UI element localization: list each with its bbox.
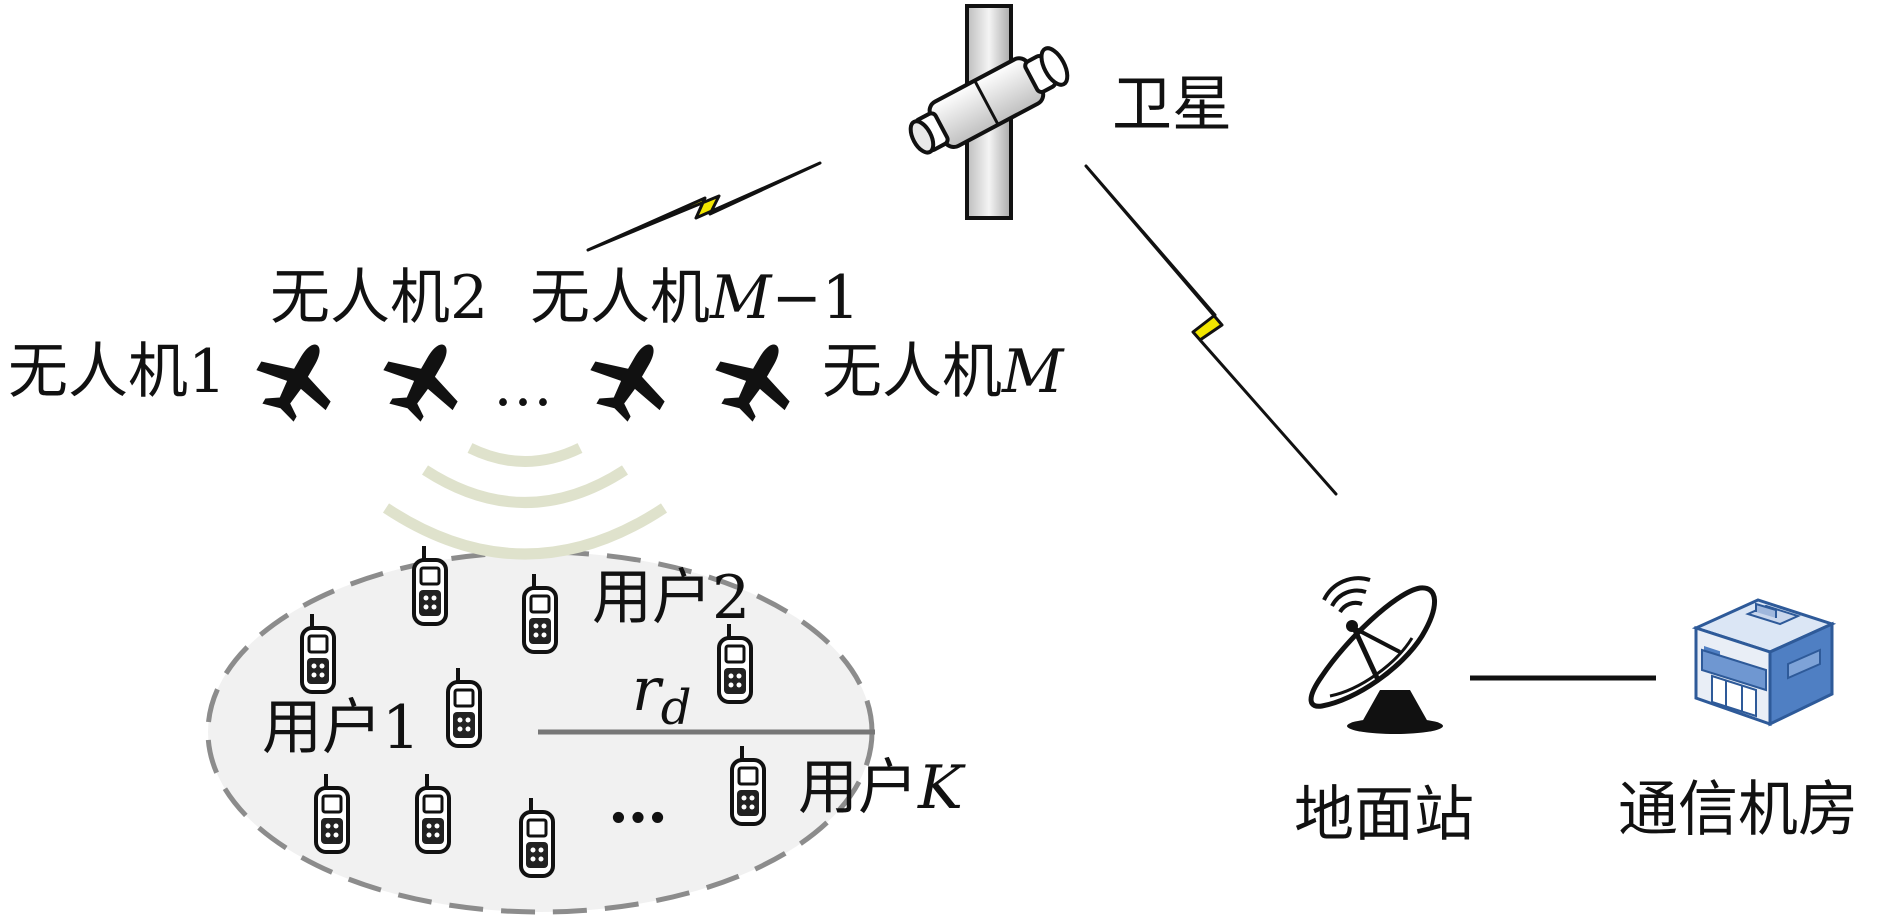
uav-m-minus-1-suffix: M [709,263,773,333]
radius-symbol: r [632,655,664,725]
uav-m-prefix: 无人机 [822,337,1002,407]
airplane-icon [243,325,352,433]
uav-m-suffix: M [1001,337,1065,407]
airplane-icon [577,325,686,433]
airplane-icon [702,325,811,433]
satellite-label: 卫星 [1112,70,1232,140]
satellite-ground-link [1084,164,1338,496]
uav-2-label: 无人机2 [270,263,488,333]
uav-satellite-link [586,161,822,252]
user-k-suffix: K [917,753,966,823]
uav-m-minus-1-label: 无人机M−1 [530,263,860,333]
satellite-dish-icon [1308,576,1443,734]
uav-m-minus-1-prefix: 无人机 [530,263,710,333]
uav-ellipsis: … [493,350,553,420]
user-ellipsis: … [608,767,668,837]
building-icon [1691,598,1837,727]
airplane-icon [370,325,479,433]
uav-1-label: 无人机1 [8,337,226,407]
satellite-icon [908,4,1070,220]
ground-station-label: 地面站 [1294,780,1474,850]
comm-room-label: 通信机房 [1618,775,1858,845]
uav-m-minus-1-tail: −1 [771,263,859,333]
user-2-label: 用户2 [592,563,750,633]
uav-m-label: 无人机M [822,337,1065,407]
user-k-label: 用户K [798,753,966,823]
signal-waves [382,443,668,560]
radius-subscript: d [661,680,692,736]
radius-label: rd [632,655,691,736]
user-1-label: 用户1 [262,693,420,763]
user-k-prefix: 用户 [798,753,918,823]
handset-icon [412,544,448,626]
